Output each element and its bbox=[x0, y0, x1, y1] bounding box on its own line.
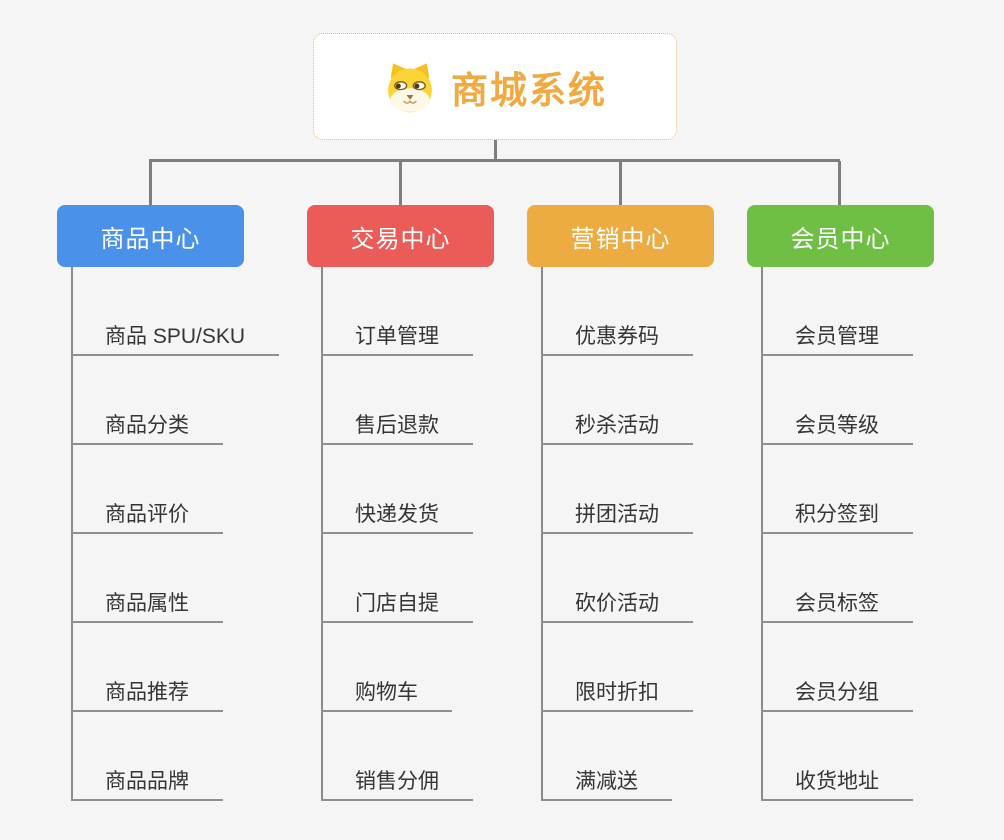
branch-node-marketing-center[interactable]: 营销中心 bbox=[527, 205, 714, 267]
topic-item[interactable]: 优惠券码 bbox=[541, 320, 693, 356]
topic-item[interactable]: 秒杀活动 bbox=[541, 409, 693, 445]
topic-item[interactable]: 售后退款 bbox=[321, 409, 473, 445]
topic-item[interactable]: 限时折扣 bbox=[541, 676, 693, 712]
topic-item[interactable]: 商品属性 bbox=[71, 587, 223, 623]
root-node[interactable]: 商城系统 bbox=[313, 33, 677, 140]
topic-item[interactable]: 满减送 bbox=[541, 765, 672, 801]
topic-item[interactable]: 订单管理 bbox=[321, 320, 473, 356]
topic-item[interactable]: 商品推荐 bbox=[71, 676, 223, 712]
topic-item[interactable]: 销售分佣 bbox=[321, 765, 473, 801]
branch-member-center: 会员中心 会员管理 会员等级 积分签到 会员标签 会员分组 收货地址 bbox=[747, 205, 997, 825]
topic-item[interactable]: 收货地址 bbox=[761, 765, 913, 801]
connector-drop-trade bbox=[399, 161, 402, 206]
topic-item[interactable]: 拼团活动 bbox=[541, 498, 693, 534]
topic-item[interactable]: 商品分类 bbox=[71, 409, 223, 445]
topic-item[interactable]: 砍价活动 bbox=[541, 587, 693, 623]
topic-item[interactable]: 会员标签 bbox=[761, 587, 913, 623]
topic-item[interactable]: 会员等级 bbox=[761, 409, 913, 445]
branch-node-trade-center[interactable]: 交易中心 bbox=[307, 205, 494, 267]
topic-item[interactable]: 会员管理 bbox=[761, 320, 913, 356]
topic-item[interactable]: 会员分组 bbox=[761, 676, 913, 712]
connector-drop-marketing bbox=[619, 161, 622, 206]
branch-node-product-center[interactable]: 商品中心 bbox=[57, 205, 244, 267]
topic-item[interactable]: 门店自提 bbox=[321, 587, 473, 623]
topic-item[interactable]: 购物车 bbox=[321, 676, 452, 712]
branch-marketing-center: 营销中心 优惠券码 秒杀活动 拼团活动 砍价活动 限时折扣 满减送 bbox=[527, 205, 777, 825]
topic-item[interactable]: 商品评价 bbox=[71, 498, 223, 534]
branch-product-center: 商品中心 商品 SPU/SKU 商品分类 商品评价 商品属性 商品推荐 商品品牌 bbox=[57, 205, 307, 825]
connector-root-trunk bbox=[494, 140, 497, 160]
topic-item[interactable]: 商品品牌 bbox=[71, 765, 223, 801]
connector-drop-product bbox=[149, 161, 152, 206]
topic-item[interactable]: 商品 SPU/SKU bbox=[71, 320, 280, 356]
topic-item[interactable]: 快递发货 bbox=[321, 498, 473, 534]
connector-bus bbox=[149, 159, 840, 162]
branch-node-member-center[interactable]: 会员中心 bbox=[747, 205, 934, 267]
branch-trade-center: 交易中心 订单管理 售后退款 快递发货 门店自提 购物车 销售分佣 bbox=[307, 205, 557, 825]
root-title: 商城系统 bbox=[451, 69, 607, 111]
connector-drop-member bbox=[838, 161, 841, 206]
topic-item[interactable]: 积分签到 bbox=[761, 498, 913, 534]
dog-face-icon bbox=[383, 60, 437, 114]
